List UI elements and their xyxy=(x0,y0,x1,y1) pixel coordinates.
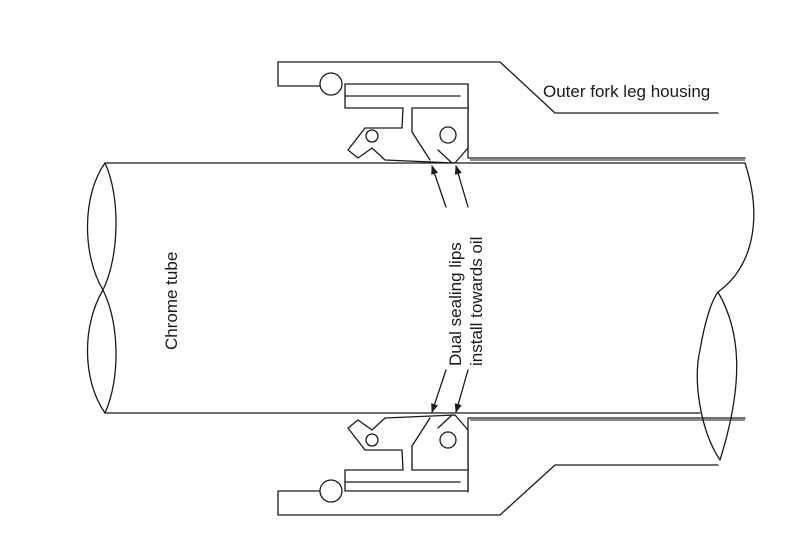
housing-label: Outer fork leg housing xyxy=(543,82,710,101)
lips-label-line1: Dual sealing lips xyxy=(446,242,465,366)
tube-left-break xyxy=(86,162,117,414)
housing-bottom xyxy=(277,417,746,516)
tube-label: Chrome tube xyxy=(162,252,181,350)
spring-ring-small xyxy=(365,129,379,143)
spring-ring-outer xyxy=(319,72,343,96)
chrome-tube xyxy=(86,162,755,461)
lips-label-line2: install towards oil xyxy=(467,237,486,366)
spring-ring-lip xyxy=(439,126,457,144)
tube-right-break xyxy=(696,162,755,461)
spring-ring-lip-bottom xyxy=(439,431,457,449)
seal-bottom-body xyxy=(344,414,469,492)
seal-bottom xyxy=(319,414,469,503)
seal-top-body xyxy=(344,83,469,164)
housing-top xyxy=(277,61,746,161)
spring-ring-small-bottom xyxy=(365,433,379,447)
spring-ring-outer-bottom xyxy=(319,479,343,503)
lip-arrows xyxy=(431,165,469,413)
seal-top xyxy=(319,72,469,164)
